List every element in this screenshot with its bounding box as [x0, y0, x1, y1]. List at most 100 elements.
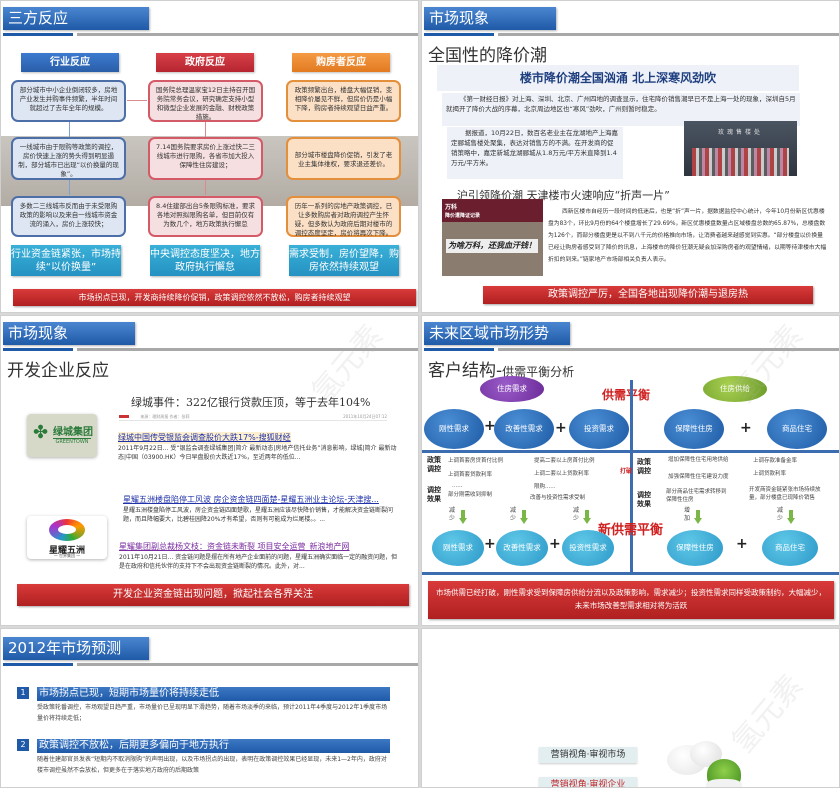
- industry-box-3: 多数二三线城市反而由于未受限购政策的影响以及来自一线城市资金流的涌入，房价上涨较…: [11, 196, 126, 237]
- header-rule: [3, 663, 73, 666]
- government-box-2: 7.14国务院要求房价上涨过快二三线城市进行限购，各省市加大投入保障性住房建设；: [148, 137, 263, 180]
- news-lead: 《第一财经日报》对上海、深圳、北京、广州四地的调查显示，住宅降价销售潮早已不是上…: [442, 93, 800, 126]
- demand-improve: 改善性需求: [494, 409, 554, 449]
- new-demand-improve: 改善性需求: [496, 530, 548, 566]
- effect-label: 调控效果: [427, 486, 441, 503]
- slide-header: 三方反应: [3, 7, 149, 30]
- slide-developer-reaction[interactable]: 市场现象 开发企业反应 绿城事件：322亿银行贷款压顶，等于去年104% 来源：…: [0, 315, 419, 626]
- demand-invest: 投资需求: [569, 409, 629, 449]
- demand-label: 住房需求: [480, 376, 544, 402]
- arrow-down-icon: [583, 510, 591, 524]
- slide-market-phenomenon-price-cut[interactable]: 市场现象 全国性的降价潮 楼市降价潮全国汹涌 北上深寒风劲吹 《第一财经日报》对…: [421, 0, 840, 313]
- government-box-3: 8.4住建部出台5条限购标准，要求各地对照拟限购名单，但目前仅有为数几个，地方政…: [148, 196, 263, 237]
- slide-header: 市场现象: [424, 7, 556, 30]
- header-rule: [424, 33, 494, 36]
- policy-item: 上调首套房贷首付比例: [448, 458, 504, 464]
- column-head-buyer: 购房者反应: [292, 53, 390, 72]
- pot-decoration: [706, 779, 742, 787]
- item-text: 受政策轮番调控，市场观望日趋严重，市场量价已呈现明显下滑趋势，随着市场淡季的来临…: [37, 704, 388, 722]
- policy-item: ......: [757, 483, 768, 489]
- news-headline: 楼市降价潮全国汹涌 北上深寒风劲吹: [437, 65, 799, 91]
- slide-subtitle: 客户结构-供需平衡分析: [428, 356, 574, 381]
- plus-icon: +: [740, 420, 752, 436]
- plus-icon: +: [484, 418, 496, 434]
- item-title: 政策调控不放松，后期更多偏向于地方执行: [37, 739, 390, 753]
- arrow-down-icon: [787, 510, 795, 524]
- summary-buyer: 需求受制，房价望降，购房依然持续观望: [289, 245, 399, 276]
- header-rule: [3, 33, 73, 36]
- supply-commercial: 商品住宅: [767, 409, 827, 449]
- article-source: 来源：理财周报 作者：张莉: [140, 414, 190, 419]
- slide-header: 2012年市场预测: [3, 637, 149, 660]
- article-date: 2011年10月24日07:12: [343, 414, 387, 419]
- search-result[interactable]: 星耀集团副总裁杨文枝：资金链未断裂 项目安全运营_新浪地产网 2011年10月2…: [119, 541, 399, 571]
- result-link[interactable]: 绿城中国传受银监会调查股价大跌17%-搜狐财经: [118, 432, 291, 444]
- news-subheadline: 沪引领降价潮 天津楼市火速响应“折声一片”: [457, 189, 670, 202]
- conclusion-bar: 市场供需已经打破，刚性需求受到保障房供给分流以及政策影响，需求减少；投资性需求同…: [428, 581, 834, 619]
- slide-section-menu[interactable]: 营销视角·审视市场 营销视角·审视企业: [421, 628, 840, 788]
- divider: [422, 450, 839, 453]
- photo-sign: 玫瑰售楼处: [717, 129, 763, 136]
- arrow-label: 减少: [449, 507, 456, 522]
- conclusion-bar: 政策调控严厉，全国各地出现降价潮与退房热: [483, 286, 813, 304]
- greentown-en: GREENTOWN: [53, 438, 91, 445]
- slide-subtitle: 全国性的降价潮: [428, 46, 547, 66]
- summary-government: 中央调控态度坚决，地方政府执行懈怠: [150, 245, 260, 276]
- slide-future-market[interactable]: 未来区域市场形势 客户结构-供需平衡分析 住房需求 住房供给 供需平衡 刚性需求…: [421, 315, 840, 626]
- buyer-box-1: 政策频繁出台，楼盘大幅促销，变相降价屡见不鲜，但房价仍是小幅下降，购房者持续观望…: [286, 80, 401, 122]
- column-head-industry: 行业反应: [21, 53, 119, 72]
- xingyao-logo: 星耀五洲 一 世界集团 一: [27, 516, 107, 559]
- supply-label: 住房供给: [703, 376, 767, 402]
- menu-item-market[interactable]: 营销视角·审视市场: [539, 747, 637, 763]
- result-snippet: 2011年10月21日... 资金链问题是摆在所有地产企业面前的问题，星耀五洲确…: [119, 554, 398, 570]
- header-rule: [77, 663, 418, 666]
- arrow-label: 减少: [777, 507, 784, 522]
- leaf-icon: ✤: [33, 422, 49, 443]
- result-link[interactable]: 星耀集团副总裁杨文枝：资金链未断裂 项目安全运营_新浪地产网: [119, 542, 350, 551]
- news-sub-paragraph: 西新区楼市自经历一段时间的低迷后，也是“折”声一片，据数据监控中心统计，今年10…: [548, 209, 827, 263]
- plus-icon: +: [549, 536, 561, 552]
- demand-rigid: 刚性需求: [424, 409, 484, 449]
- break-label: 打破: [620, 468, 633, 475]
- connector: [69, 121, 70, 137]
- xingyao-en: 一 世界集团 一: [53, 553, 81, 558]
- new-balance-label: 新供需平衡: [598, 523, 664, 538]
- header-rule: [77, 348, 418, 351]
- result-link[interactable]: 星耀五洲楼盘陷停工风波 房企资金链四面楚-星耀五洲业主论坛-天津搜...: [123, 495, 379, 504]
- menu-item-enterprise[interactable]: 营销视角·审视企业: [539, 777, 637, 787]
- event-title: 绿城事件：322亿银行贷款压顶，等于去年104%: [131, 396, 371, 409]
- greentown-name: 绿城集团: [53, 427, 93, 438]
- slide-header: 未来区域市场形势: [424, 322, 570, 345]
- policy-item: 上调首套贷款利率: [448, 472, 493, 478]
- search-result[interactable]: 绿城中国传受银监会调查股价大跌17%-搜狐财经 2011年9月22日... 受“…: [118, 432, 398, 462]
- item-number: 1: [17, 687, 29, 699]
- effect-item: 部分刚需收到抑制: [448, 492, 493, 498]
- search-result[interactable]: 星耀五洲楼盘陷停工风波 房企资金链四面楚-星耀五洲业主论坛-天津搜... 星耀五…: [123, 494, 398, 524]
- policy-item: 上调贷款利率: [753, 471, 787, 477]
- connector: [205, 179, 206, 195]
- item-title: 市场拐点已现，短期市场量价将持续走低: [37, 687, 390, 701]
- logo-center: [58, 525, 76, 534]
- summary-industry: 行业资金链紧张，市场持续“以价换量”: [11, 245, 121, 276]
- supply-affordable: 保障性住房: [664, 409, 724, 449]
- policy-item: 上调存款准备金率: [753, 458, 798, 464]
- result-snippet: 星耀五洲楼盘陷停工风波，房企资金链四面楚歌，星耀五洲应该尽快降价销售，才能解决资…: [123, 507, 394, 523]
- subtitle-main: 客户结构-: [428, 361, 503, 381]
- buyer-box-2: 部分城市楼盘降价促销，引发了老业主集体维权，要求退还差价。: [286, 137, 401, 180]
- policy-item: ......: [452, 483, 463, 489]
- result-snippet: 2011年9月22日... 受“银监会调查绿城集团|简介 最新动态|房地产信托业…: [118, 445, 397, 461]
- slide-2012-forecast[interactable]: 2012年市场预测 1 市场拐点已现，短期市场量价将持续走低 受政策轮番调控，市…: [0, 628, 419, 788]
- header-rule: [3, 348, 73, 351]
- item-number: 2: [17, 739, 29, 751]
- effect-label: 调控效果: [637, 491, 651, 508]
- policy-item: 加强保障性住宅建设力度: [668, 474, 729, 480]
- slide-subtitle: 开发企业反应: [7, 361, 109, 381]
- vanke-banner: 为啥万科，还我血汗钱！: [446, 239, 538, 253]
- slide-three-party-reaction[interactable]: 三方反应 行业反应 政府反应 购房者反应 部分城市中小企业倒闭较多，房地产业发生…: [0, 0, 419, 313]
- column-head-government: 政府反应: [156, 53, 254, 72]
- new-demand-invest: 投资性需求: [562, 530, 614, 566]
- industry-box-1: 部分城市中小企业倒闭较多，房地产业发生并购事件频繁，半年时间就超过了去年全年的规…: [11, 80, 126, 122]
- news-paragraph: 据报道，10月22日，数百名老业主在龙湖地产上海嘉定郦城售楼处聚集，表达对销售方…: [447, 127, 623, 179]
- plus-icon: +: [555, 420, 567, 436]
- item-text: 随着住建部官员发表“短期内不取消限购”的声明出现，以及市场拐点的出现，表明在政策…: [37, 756, 387, 774]
